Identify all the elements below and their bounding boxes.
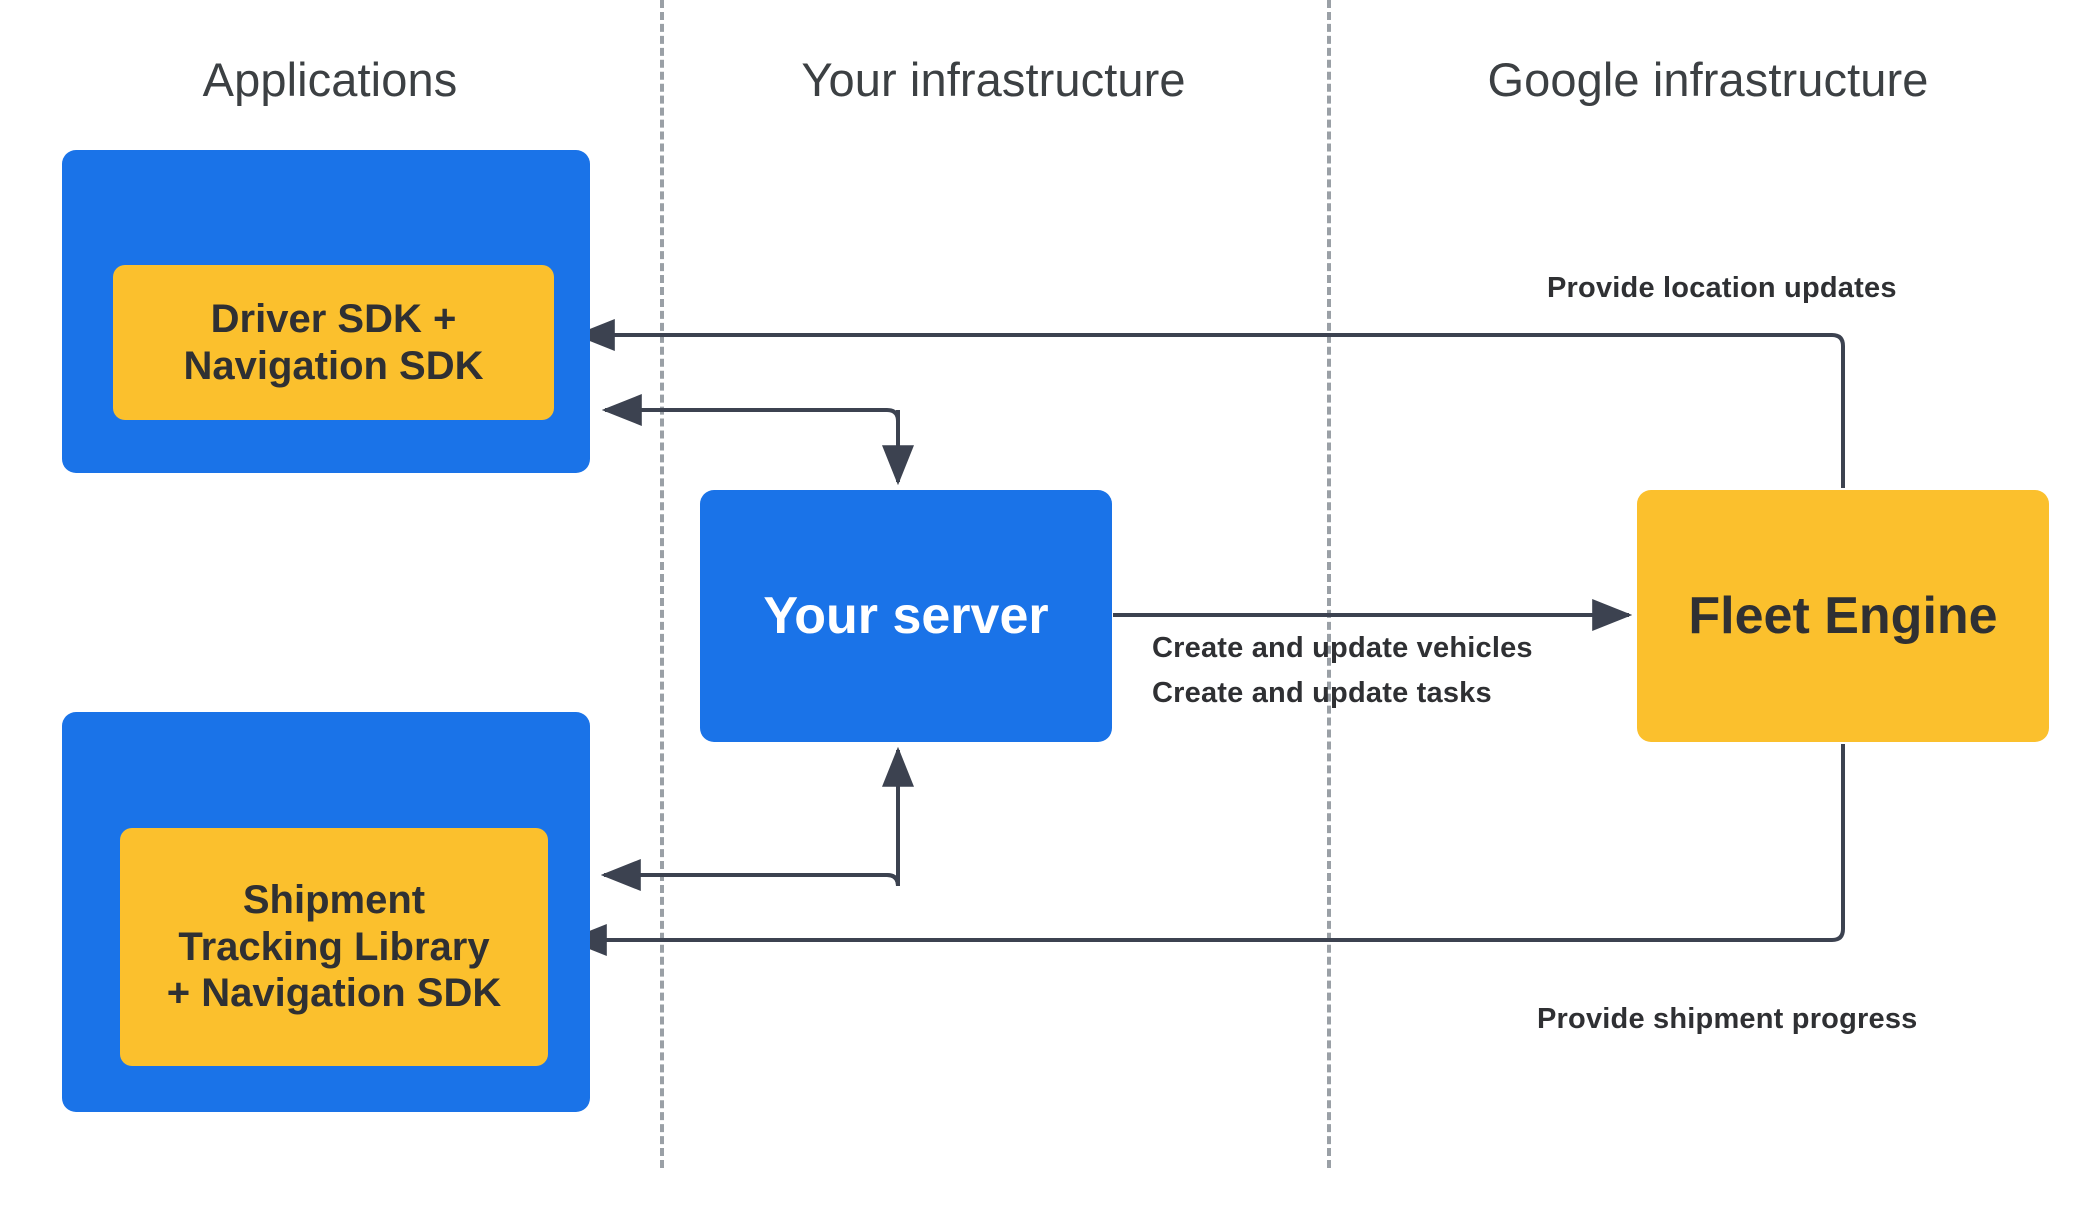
node-driver-sdk[interactable]: Driver SDK + Navigation SDK (113, 265, 554, 420)
edge-consumer-app-to-your-server (604, 873, 900, 887)
column-heading-google-infrastructure: Google infrastructure (1487, 53, 1929, 106)
node-driver-sdk-label: Driver SDK + Navigation SDK (183, 296, 484, 388)
edge-your-server-to-driver-app (601, 394, 900, 480)
column-heading-your-infrastructure: Your infrastructure (801, 53, 1186, 106)
node-your-server-label: Your server (763, 587, 1049, 645)
edge-fleet-engine-to-driver-sdk (574, 319, 1845, 488)
node-your-server[interactable]: Your server (700, 490, 1112, 742)
node-fleet-engine[interactable]: Fleet Engine (1637, 490, 2049, 742)
column-heading-applications: Applications (202, 53, 458, 106)
node-consumer-sdk-label: Shipment Tracking Library + Navigation S… (166, 877, 502, 1016)
node-fleet-engine-label: Fleet Engine (1688, 587, 1998, 645)
column-divider-left (660, 0, 664, 1168)
edge-fleet-engine-to-consumer-sdk (566, 744, 1845, 956)
edge-your-server-to-consumer-app (600, 859, 900, 891)
edge-label-provide-location-updates: Provide location updates (1547, 272, 1897, 304)
edge-label-create-and-update-tasks: Create and update tasks (1152, 677, 1492, 709)
edge-label-create-and-update-vehicles: Create and update vehicles (1152, 632, 1533, 664)
node-consumer-sdk[interactable]: Shipment Tracking Library + Navigation S… (120, 828, 548, 1066)
edge-label-provide-shipment-progress: Provide shipment progress (1537, 1003, 1918, 1035)
column-divider-right (1327, 0, 1331, 1168)
